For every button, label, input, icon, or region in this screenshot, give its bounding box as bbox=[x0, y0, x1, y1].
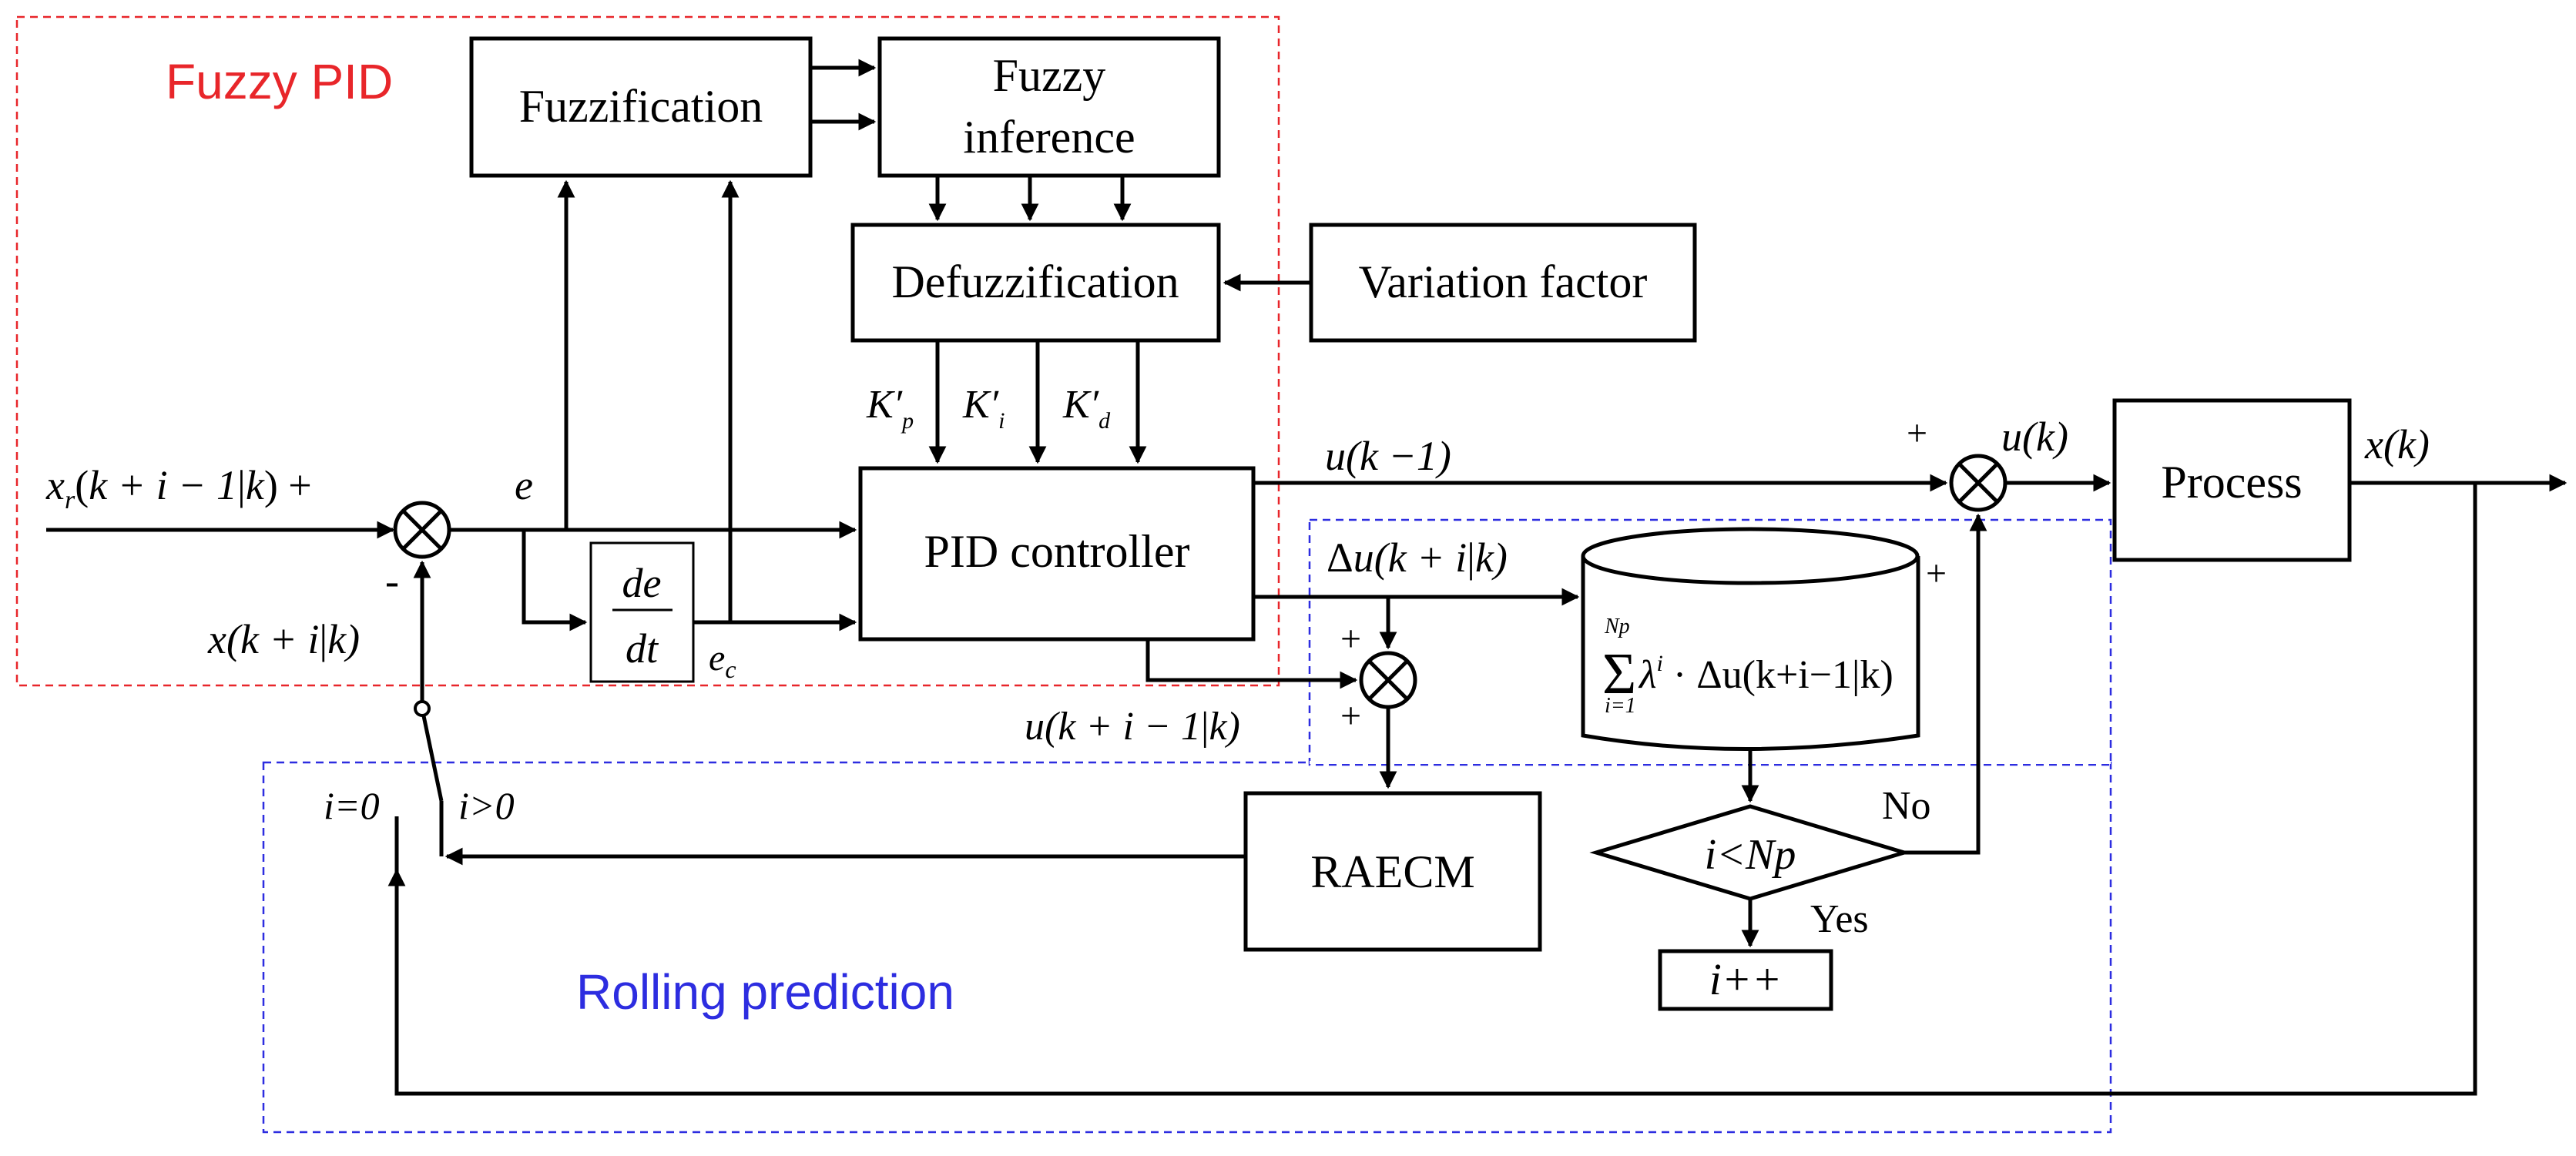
fuzzy-inference-block bbox=[877, 36, 1221, 178]
derivative-den: dt bbox=[626, 625, 659, 672]
label-error: e bbox=[515, 462, 533, 508]
derivative-num: de bbox=[622, 560, 662, 606]
switch-pivot bbox=[414, 700, 431, 717]
rolling-prediction-label: Rolling prediction bbox=[576, 964, 954, 1020]
label-reference: xr(k + i − 1|k) + bbox=[45, 462, 312, 514]
fuzzy-inference-text-1: Fuzzy bbox=[993, 50, 1106, 101]
raecm-block bbox=[1243, 791, 1542, 952]
fuzzification-text: Fuzzification bbox=[519, 81, 763, 132]
label-no: No bbox=[1882, 784, 1931, 828]
label-plus-out-bottom: + bbox=[1926, 553, 1947, 594]
rolling-prediction-region bbox=[1308, 518, 2112, 766]
sum-junction-input bbox=[393, 501, 451, 559]
sum-junction-predict bbox=[1359, 651, 1417, 709]
process-block bbox=[2112, 398, 2352, 562]
label-plus-pred-top: + bbox=[1340, 618, 1361, 659]
label-feedback-prediction: x(k + i|k) bbox=[207, 616, 360, 662]
label-ki: K′i bbox=[962, 383, 1005, 434]
label-yes: Yes bbox=[1810, 897, 1869, 941]
fuzzification-block bbox=[469, 36, 813, 178]
label-output: x(k) bbox=[2364, 421, 2430, 467]
label-previous-control: u(k −1) bbox=[1325, 433, 1451, 479]
label-delta-u: Δu(k + i|k) bbox=[1327, 534, 1508, 581]
label-error-change: ec bbox=[709, 638, 736, 683]
rolling-prediction-region-lower bbox=[262, 761, 2112, 1134]
variation-factor-text: Variation factor bbox=[1359, 256, 1648, 307]
fuzzy-pid-region bbox=[15, 15, 1280, 687]
sum-junction-output bbox=[1949, 454, 2007, 512]
label-plus-out-left: + bbox=[1907, 413, 1927, 454]
label-control: u(k) bbox=[2001, 414, 2068, 460]
sum-upper: Np bbox=[1604, 615, 1630, 638]
label-kp: K′p bbox=[866, 383, 914, 434]
label-predicted-control: u(k + i − 1|k) bbox=[1025, 705, 1240, 749]
sum-cylinder-top bbox=[1581, 527, 1920, 585]
sum-sigma: Σ bbox=[1602, 642, 1636, 706]
pid-controller-text: PID controller bbox=[924, 526, 1190, 577]
increment-block bbox=[1658, 949, 1833, 1011]
defuzzification-text: Defuzzification bbox=[891, 256, 1179, 307]
label-switch-i0: i=0 bbox=[324, 784, 380, 827]
process-text: Process bbox=[2161, 457, 2302, 508]
label-plus-pred-bottom: + bbox=[1340, 695, 1361, 736]
signal-lines bbox=[46, 59, 2568, 1096]
decision-text: i<Np bbox=[1705, 831, 1796, 879]
sum-body: λi · Δu(k+i−1|k) bbox=[1638, 651, 1893, 697]
pid-controller-block bbox=[858, 466, 1256, 642]
increment-text: i++ bbox=[1709, 954, 1782, 1004]
label-switch-ipos: i>0 bbox=[458, 784, 515, 827]
sum-lower: i=1 bbox=[1605, 694, 1636, 718]
fuzzy-pid-label: Fuzzy PID bbox=[166, 54, 393, 109]
variation-factor-block bbox=[1309, 223, 1697, 343]
label-kd: K′d bbox=[1062, 383, 1111, 434]
sum-cylinder bbox=[1581, 556, 1920, 751]
label-minus: - bbox=[385, 558, 399, 604]
derivative-block bbox=[589, 541, 695, 683]
fuzzy-inference-text-2: inference bbox=[963, 112, 1135, 163]
raecm-text: RAECM bbox=[1310, 846, 1474, 897]
defuzzification-block bbox=[850, 223, 1221, 343]
